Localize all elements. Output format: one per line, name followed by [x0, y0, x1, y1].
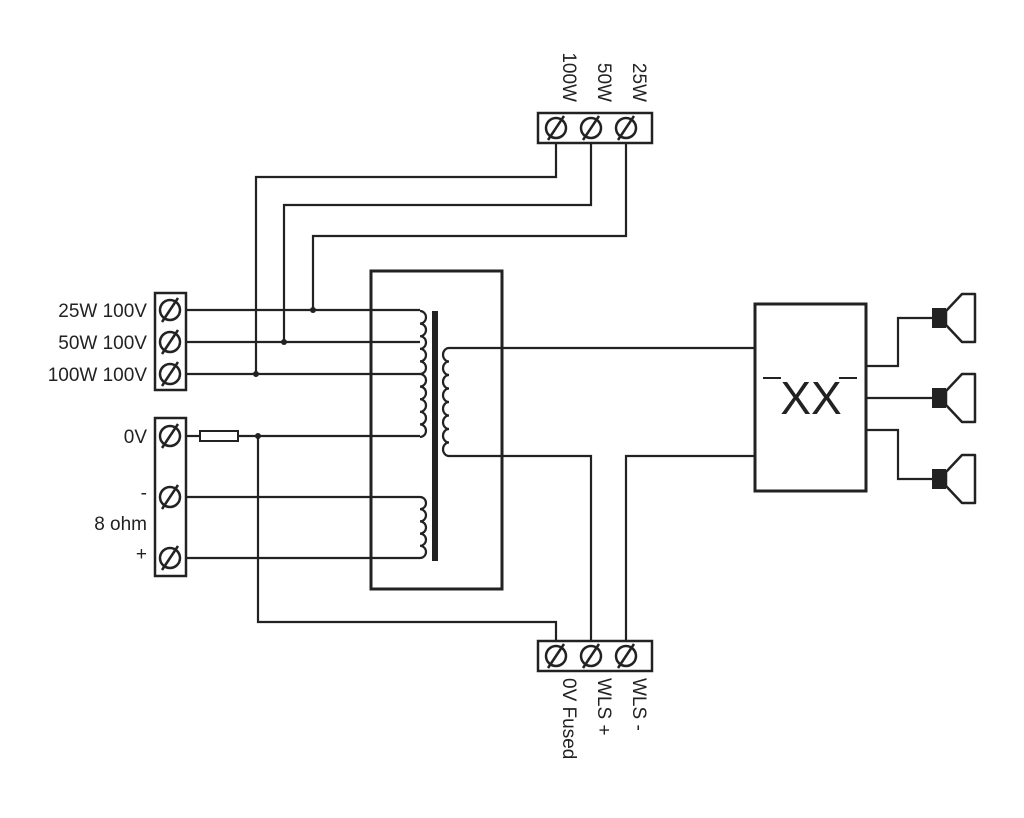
speaker-cone: [944, 292, 977, 344]
junction-dot-icon: [255, 433, 261, 439]
screw-terminal-icon: [158, 484, 182, 510]
speaker: [932, 372, 977, 424]
secondary-coil: [441, 346, 450, 458]
screw-terminal-icon: [158, 423, 182, 449]
speaker-cone: [944, 453, 977, 505]
wire-0v-fused: [256, 436, 558, 655]
primary-coil: [419, 309, 428, 439]
bottom-label-wls-plus: WLS +: [593, 678, 614, 736]
bottom-terminal-block: 0V Fused WLS + WLS -: [536, 639, 654, 759]
top-terminal-block: 100W 50W 25W: [536, 52, 654, 145]
input-label-25w: 25W 100V: [58, 301, 147, 322]
screw-terminal-icon: [579, 115, 603, 141]
wire-speaker-3: [866, 428, 932, 481]
transformer: [369, 269, 504, 591]
loudspeaker-icon: [932, 308, 946, 328]
wires: [186, 142, 932, 655]
screw-terminal-icon: [579, 643, 603, 669]
screw-terminal-icon: [614, 643, 638, 669]
input-label-100w: 100W 100V: [48, 365, 148, 386]
bottom-label-0v-fused: 0V Fused: [558, 678, 579, 759]
screw-terminal-icon: [158, 297, 182, 323]
speaker-cone: [944, 372, 977, 424]
top-label-50w: 50W: [593, 63, 614, 102]
speaker-input-coil: [419, 495, 428, 560]
wire-wls-minus: [624, 454, 755, 655]
label-8-ohm: 8 ohm: [94, 514, 147, 535]
crossover-box: [753, 302, 868, 493]
screw-terminal-icon: [614, 115, 638, 141]
transformer-housing: [369, 269, 504, 591]
label-plus: +: [136, 544, 147, 565]
input-label-50w: 50W 100V: [58, 333, 147, 354]
loudspeaker-icon: [932, 469, 946, 489]
wire-secondary-bottom: [449, 454, 593, 655]
input-terminal-block: 25W 100V 50W 100V 100W 100V: [48, 291, 188, 392]
wire-50w-tap: [282, 142, 593, 342]
crossover-label: XX: [780, 372, 841, 424]
top-label-100w: 100W: [558, 52, 579, 102]
wire-speaker-1: [866, 316, 932, 368]
junction-dot-icon: [281, 339, 287, 345]
speaker-terminal-block: 0V - 8 ohm +: [94, 416, 188, 578]
wire-25w-tap: [311, 142, 628, 310]
loudspeaker-icon: [932, 388, 946, 408]
screw-terminal-icon: [158, 329, 182, 355]
junction-dot-icon: [253, 371, 259, 377]
transformer-core: [432, 311, 438, 561]
wire-100w-tap: [254, 142, 558, 374]
speaker: [932, 292, 977, 344]
fuse-icon: [199, 430, 239, 442]
screw-terminal-icon: [158, 545, 182, 571]
bottom-label-wls-minus: WLS -: [628, 678, 649, 731]
label-minus: -: [141, 483, 147, 504]
crossover: XX: [753, 302, 868, 493]
label-0v: 0V: [124, 427, 148, 448]
speaker: [932, 453, 977, 505]
junction-dot-icon: [310, 307, 316, 313]
junctions: [253, 307, 316, 439]
screw-terminal-icon: [544, 115, 568, 141]
screw-terminal-icon: [158, 361, 182, 387]
top-label-25w: 25W: [628, 63, 649, 102]
screw-terminal-icon: [544, 643, 568, 669]
